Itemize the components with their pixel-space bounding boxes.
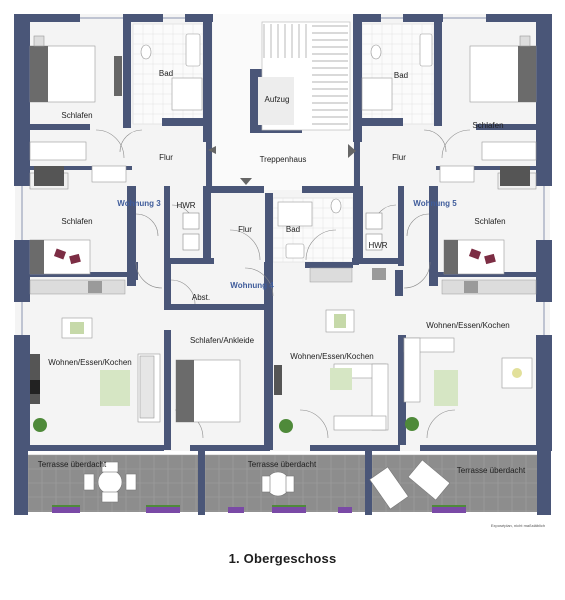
unit-label-wohnung-4: Wohnung 4: [230, 281, 274, 290]
room-label-schlafen-tr: Schlafen: [472, 121, 503, 130]
pillows: [53, 248, 496, 265]
room-label-wek-center: Wohnen/Essen/Kochen: [290, 352, 373, 361]
tv-units: [274, 365, 282, 395]
room-label-schlafen-ml: Schlafen: [61, 217, 92, 226]
walls: [14, 14, 552, 515]
room-label-hwr-right: HWR: [368, 241, 387, 250]
floor-caption: 1. Obergeschoss: [228, 551, 337, 566]
terrace-tiles: [27, 454, 537, 512]
terrace-furniture: [83, 459, 451, 510]
beds: [29, 45, 537, 423]
table-mats: [70, 314, 522, 378]
flower-boxes: [52, 507, 466, 513]
sofas: [137, 337, 455, 431]
room-label-abst: Abst.: [192, 293, 210, 302]
arrow-down-icon: [240, 178, 252, 185]
room-label-terrasse-center: Terrasse überdacht: [248, 460, 317, 469]
coffee-tables: [100, 368, 458, 406]
room-label-schlafen-mr: Schlafen: [474, 217, 505, 226]
arrow-right-icon: [348, 144, 356, 158]
plants: [33, 417, 419, 433]
room-label-flur-left: Flur: [159, 153, 173, 162]
room-label-bad-right: Bad: [394, 71, 408, 80]
windows: [21, 17, 545, 335]
room-label-flur-right: Flur: [392, 153, 406, 162]
room-label-treppenhaus: Treppenhaus: [260, 155, 307, 164]
room-label-hwr-left: HWR: [176, 201, 195, 210]
room-label-schlafen-tl: Schlafen: [61, 111, 92, 120]
room-label-terrasse-left: Terrasse überdacht: [38, 460, 107, 469]
room-label-wek-right: Wohnen/Essen/Kochen: [426, 321, 509, 330]
bath-fixtures: [140, 33, 433, 259]
desks: [33, 35, 531, 186]
room-label-terrasse-right: Terrasse überdacht: [457, 466, 526, 475]
flower-leaves: [52, 505, 466, 507]
arrow-left-icon: [208, 146, 216, 154]
room-label-bad-center: Bad: [286, 225, 300, 234]
scale-note: Exposéplan, nicht maßstäblich: [491, 523, 545, 528]
room-label-bad-left: Bad: [159, 69, 173, 78]
room-label-wek-left: Wohnen/Essen/Kochen: [48, 358, 131, 367]
unit-label-wohnung-3: Wohnung 3: [117, 199, 161, 208]
room-label-flur-center: Flur: [238, 225, 252, 234]
kitchen-counters: [29, 267, 537, 404]
room-label-schlafen-ankleide: Schlafen/Ankleide: [190, 336, 255, 345]
washing-machines: [182, 212, 383, 251]
elevator-cabin: [258, 77, 294, 125]
unit-label-wohnung-5: Wohnung 5: [413, 199, 457, 208]
room-label-aufzug: Aufzug: [265, 95, 290, 104]
